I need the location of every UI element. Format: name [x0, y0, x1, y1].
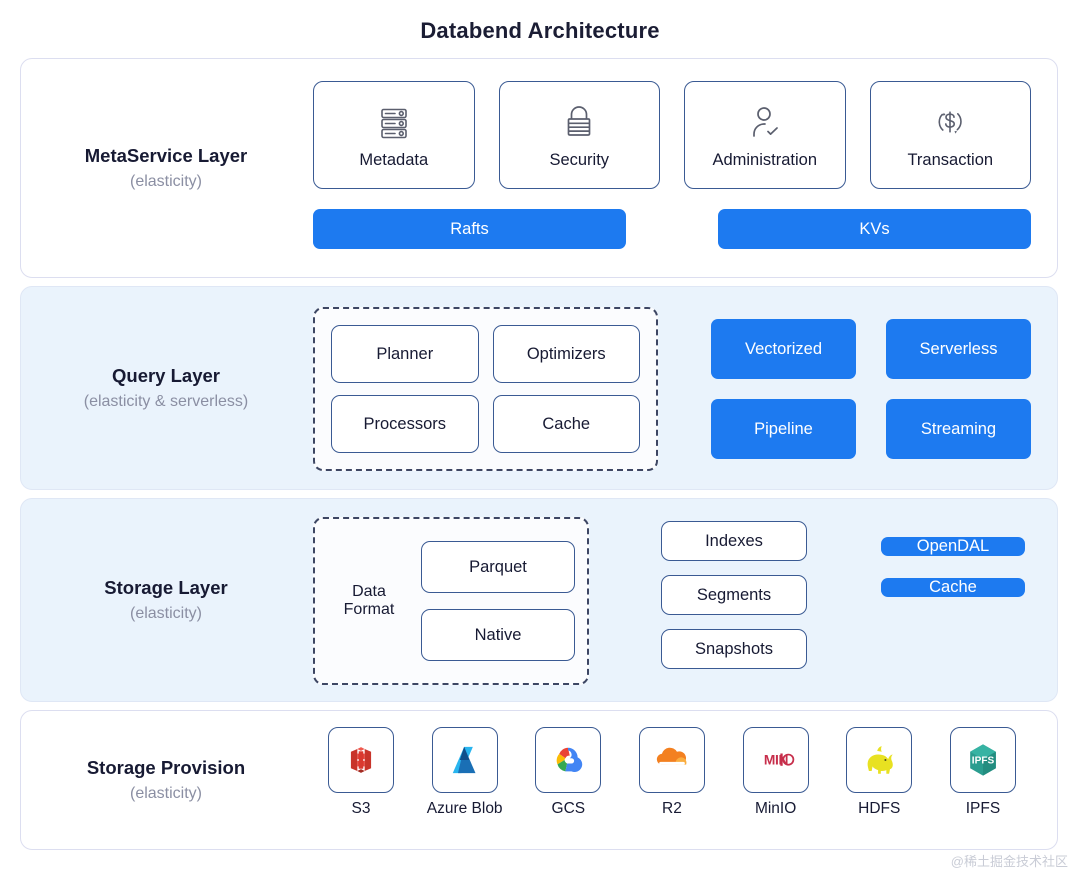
- aws-s3-icon: [350, 747, 372, 773]
- user-check-icon: [744, 101, 786, 143]
- storage-provision-body: S3 Azure Blob: [311, 711, 1057, 849]
- card-transaction[interactable]: Transaction: [869, 81, 1031, 189]
- provider-r2-tile: [638, 727, 705, 793]
- hadoop-elephant-icon: [867, 746, 894, 774]
- box-parquet[interactable]: Parquet: [421, 541, 575, 593]
- minio-icon: MIN: [764, 752, 794, 767]
- metaservice-card-row: Metadata Security: [313, 81, 1031, 189]
- bar-streaming[interactable]: Streaming: [886, 399, 1031, 459]
- box-processors[interactable]: Processors: [331, 395, 479, 453]
- provider-azure-blob[interactable]: Azure Blob: [417, 727, 513, 818]
- card-metadata-label: Metadata: [359, 150, 429, 169]
- bar-rafts[interactable]: Rafts: [313, 209, 626, 249]
- provider-hdfs[interactable]: HDFS: [831, 727, 927, 818]
- query-components-group: Planner Optimizers Processors Cache: [313, 307, 658, 471]
- provider-minio[interactable]: MIN MinIO: [728, 727, 824, 818]
- metaservice-layer-body: Metadata Security: [311, 59, 1057, 277]
- bar-pipeline[interactable]: Pipeline: [711, 399, 856, 459]
- metaservice-layer-panel: MetaService Layer (elasticity): [20, 58, 1058, 278]
- provider-hdfs-label: HDFS: [858, 800, 901, 817]
- bar-serverless[interactable]: Serverless: [886, 319, 1031, 379]
- storage-layer-subtitle: (elasticity): [129, 604, 202, 622]
- provider-gcs-label: GCS: [551, 800, 586, 817]
- bar-storage-cache[interactable]: Cache: [881, 578, 1025, 597]
- provider-s3[interactable]: S3: [313, 727, 409, 818]
- storage-layer-label: Storage Layer (elasticity): [21, 575, 311, 625]
- provider-gcs[interactable]: GCS: [520, 727, 616, 818]
- provider-minio-label: MinIO: [754, 800, 797, 817]
- provider-minio-tile: MIN: [742, 727, 809, 793]
- provider-r2-label: R2: [662, 800, 682, 817]
- provider-ipfs[interactable]: IPFS IPFS: [935, 727, 1031, 818]
- provider-hdfs-tile: [846, 727, 913, 793]
- query-layer-panel: Query Layer (elasticity & serverless) Pl…: [20, 286, 1058, 490]
- storage-provision-subtitle: (elasticity): [129, 784, 202, 802]
- storage-layer-title: Storage Layer: [104, 577, 228, 598]
- bar-opendal[interactable]: OpenDAL: [881, 537, 1025, 556]
- query-feature-grid: Vectorized Serverless Pipeline Streaming: [711, 319, 1031, 459]
- provider-azure-blob-tile: [431, 727, 498, 793]
- server-stack-icon: [373, 101, 415, 143]
- box-native[interactable]: Native: [421, 609, 575, 661]
- provider-s3-label: S3: [351, 800, 371, 817]
- storage-layer-panel: Storage Layer (elasticity) Data Format P…: [20, 498, 1058, 702]
- data-format-label-line2: Format: [343, 601, 395, 618]
- box-cache[interactable]: Cache: [492, 395, 640, 453]
- query-layer-label: Query Layer (elasticity & serverless): [21, 363, 311, 413]
- watermark: @稀土掘金技术社区: [950, 854, 1068, 869]
- box-optimizers[interactable]: Optimizers: [492, 325, 640, 383]
- query-layer-subtitle: (elasticity & serverless): [83, 392, 249, 410]
- provider-azure-blob-label: Azure Blob: [426, 800, 503, 817]
- provider-row: S3 Azure Blob: [313, 727, 1031, 818]
- storage-provision-panel: Storage Provision (elasticity): [20, 710, 1058, 850]
- query-components-grid: Planner Optimizers Processors Cache: [331, 325, 640, 453]
- bar-kvs[interactable]: KVs: [718, 209, 1031, 249]
- box-planner[interactable]: Planner: [331, 325, 479, 383]
- ipfs-hexagon-icon: IPFS: [970, 744, 996, 776]
- storage-provision-label: Storage Provision (elasticity): [21, 755, 311, 805]
- provider-ipfs-tile: IPFS: [949, 727, 1016, 793]
- bar-vectorized[interactable]: Vectorized: [711, 319, 856, 379]
- storage-object-list: Indexes Segments Snapshots: [661, 521, 807, 669]
- card-transaction-label: Transaction: [907, 150, 994, 169]
- metaservice-layer-subtitle: (elasticity): [129, 172, 202, 190]
- data-format-label-line1: Data: [352, 582, 386, 600]
- card-administration[interactable]: Administration: [684, 81, 846, 189]
- data-format-group: Data Format Parquet Native: [313, 517, 589, 685]
- card-security-label: Security: [549, 150, 610, 169]
- cloudflare-icon: [656, 747, 687, 765]
- card-metadata[interactable]: Metadata: [313, 81, 475, 189]
- provider-r2[interactable]: R2: [624, 727, 720, 818]
- box-snapshots[interactable]: Snapshots: [661, 629, 807, 669]
- metaservice-layer-label: MetaService Layer (elasticity): [21, 143, 311, 193]
- card-security[interactable]: Security: [498, 81, 660, 189]
- dollar-cycle-icon: [929, 101, 971, 143]
- azure-icon: [452, 746, 476, 774]
- provider-gcs-tile: [535, 727, 602, 793]
- svg-text:IPFS: IPFS: [972, 756, 995, 767]
- google-cloud-icon: [556, 747, 583, 773]
- svg-text:MIN: MIN: [764, 752, 789, 767]
- query-layer-body: Planner Optimizers Processors Cache Vect…: [311, 287, 1057, 489]
- card-administration-label: Administration: [712, 150, 818, 169]
- query-layer-title: Query Layer: [112, 365, 220, 386]
- box-indexes[interactable]: Indexes: [661, 521, 807, 561]
- page-title: Databend Architecture: [420, 18, 660, 43]
- storage-layer-body: Data Format Parquet Native Indexes Segme…: [311, 499, 1057, 701]
- data-format-box-list: Parquet Native: [421, 541, 575, 661]
- box-segments[interactable]: Segments: [661, 575, 807, 615]
- provider-ipfs-label: IPFS: [965, 800, 1001, 817]
- metaservice-layer-title: MetaService Layer: [84, 145, 248, 166]
- metaservice-bar-row: Rafts KVs: [313, 209, 1031, 249]
- storage-access-list: OpenDAL Cache: [881, 537, 1025, 597]
- padlock-icon: [558, 101, 600, 143]
- data-format-label: Data Format: [327, 583, 411, 620]
- provider-s3-tile: [328, 727, 394, 793]
- storage-provision-title: Storage Provision: [86, 757, 246, 778]
